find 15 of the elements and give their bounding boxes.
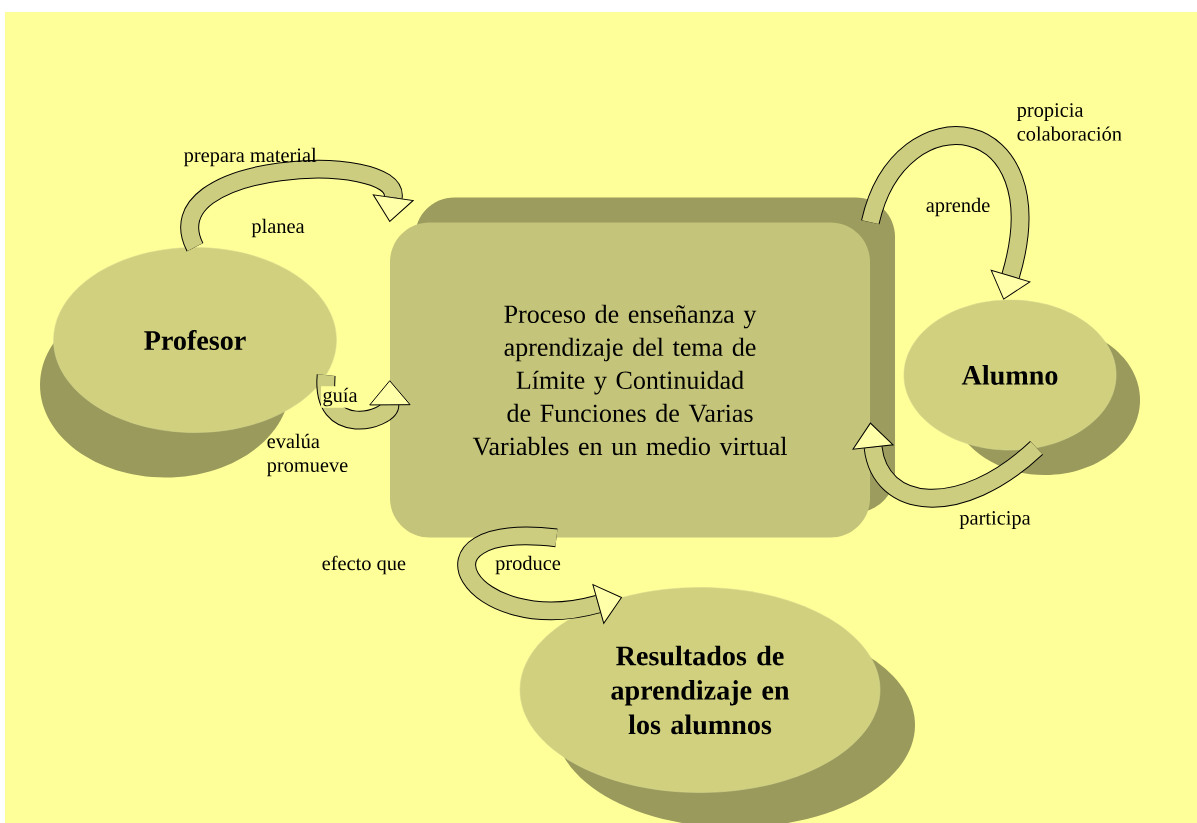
annotation-text: prepara material xyxy=(184,147,317,167)
process-box: Proceso de enseñanza y aprendizaje del tema de Límite y Continuidad de Funciones de Varias Variables en un medio virtual xyxy=(390,197,895,538)
curved-arrow xyxy=(316,375,411,430)
edge-label: produce xyxy=(493,554,563,576)
curved-arrow xyxy=(852,422,1043,508)
disc-node: Alumno xyxy=(903,299,1140,475)
edge-label: aprende xyxy=(924,196,992,218)
disc-node: Resultados de aprendizaje en los alumnos xyxy=(519,587,915,823)
curved-arrow xyxy=(457,526,622,624)
annotation-text: propicia colaboración xyxy=(1017,103,1122,141)
annotation-text: efecto que xyxy=(322,555,406,575)
curved-arrow xyxy=(180,160,414,250)
edge-label: planea xyxy=(250,217,306,239)
edge-label: guía xyxy=(321,386,359,408)
curved-arrow xyxy=(861,126,1031,300)
